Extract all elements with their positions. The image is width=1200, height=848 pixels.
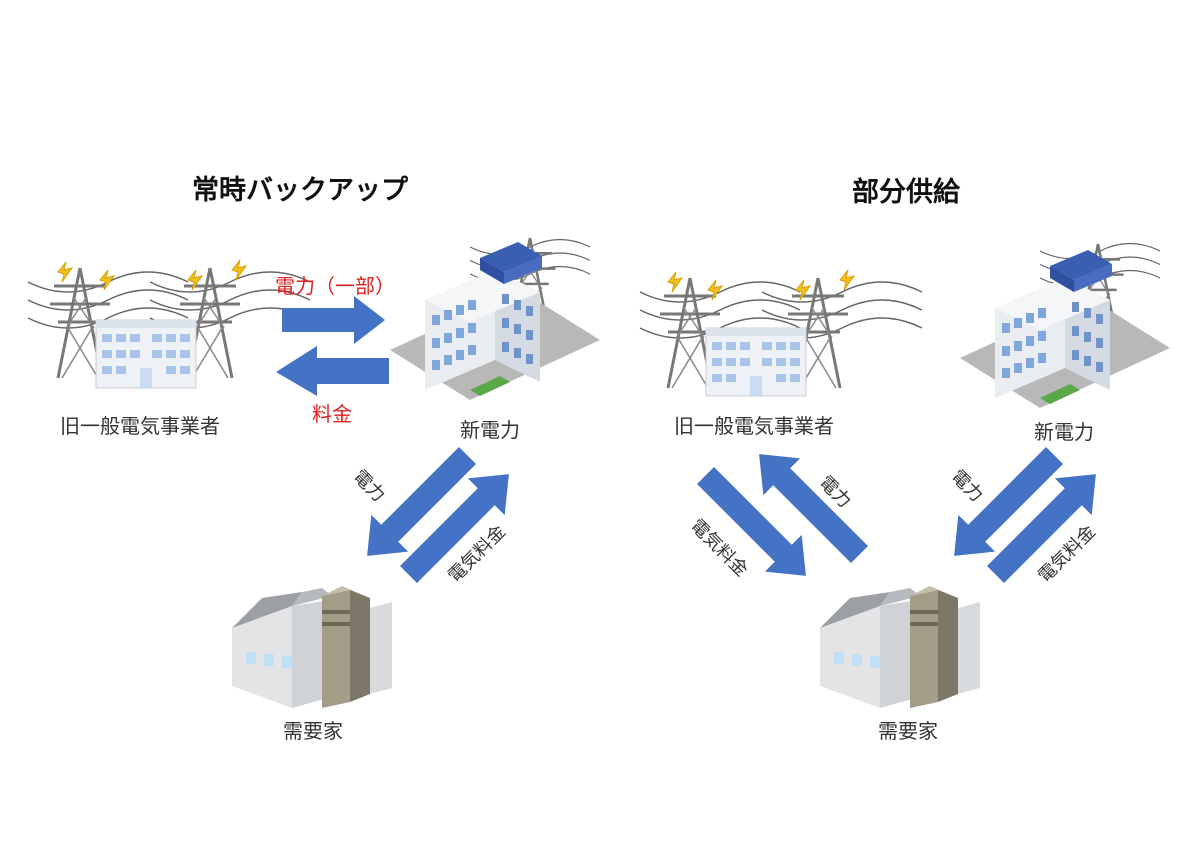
arrow-fee-to-new-power <box>400 474 509 583</box>
arrow-power-from-new-power <box>954 447 1063 556</box>
arrow-power-to-consumer <box>367 447 476 556</box>
left-old-utility-illustration <box>27 259 311 389</box>
arrow-fee-to-new-power-right <box>987 474 1096 583</box>
arrow-power-from-old-utility <box>759 454 868 563</box>
left-new-power-illustration <box>390 236 600 400</box>
label-power-partial: 電力（一部） <box>275 274 395 298</box>
right-title: 部分供給 <box>852 177 960 208</box>
right-old-utility-label: 旧一般電気事業者 <box>674 414 834 438</box>
arrow-power-partial <box>282 296 385 344</box>
left-old-utility-label: 旧一般電気事業者 <box>60 414 220 438</box>
right-consumer-factory <box>820 586 980 708</box>
left-new-power-label: 新電力 <box>460 418 520 442</box>
left-consumer-factory <box>232 586 392 708</box>
right-new-power-label: 新電力 <box>1034 420 1094 444</box>
left-title: 常時バックアップ <box>192 175 408 206</box>
arrow-fee-to-old-utility <box>697 467 806 576</box>
right-old-utility-illustration <box>639 269 923 397</box>
left-consumer-label: 需要家 <box>283 719 343 743</box>
right-new-power-illustration <box>960 242 1170 408</box>
label-fee: 料金 <box>312 402 352 426</box>
right-consumer-label: 需要家 <box>878 719 938 743</box>
arrow-fee <box>276 346 389 396</box>
